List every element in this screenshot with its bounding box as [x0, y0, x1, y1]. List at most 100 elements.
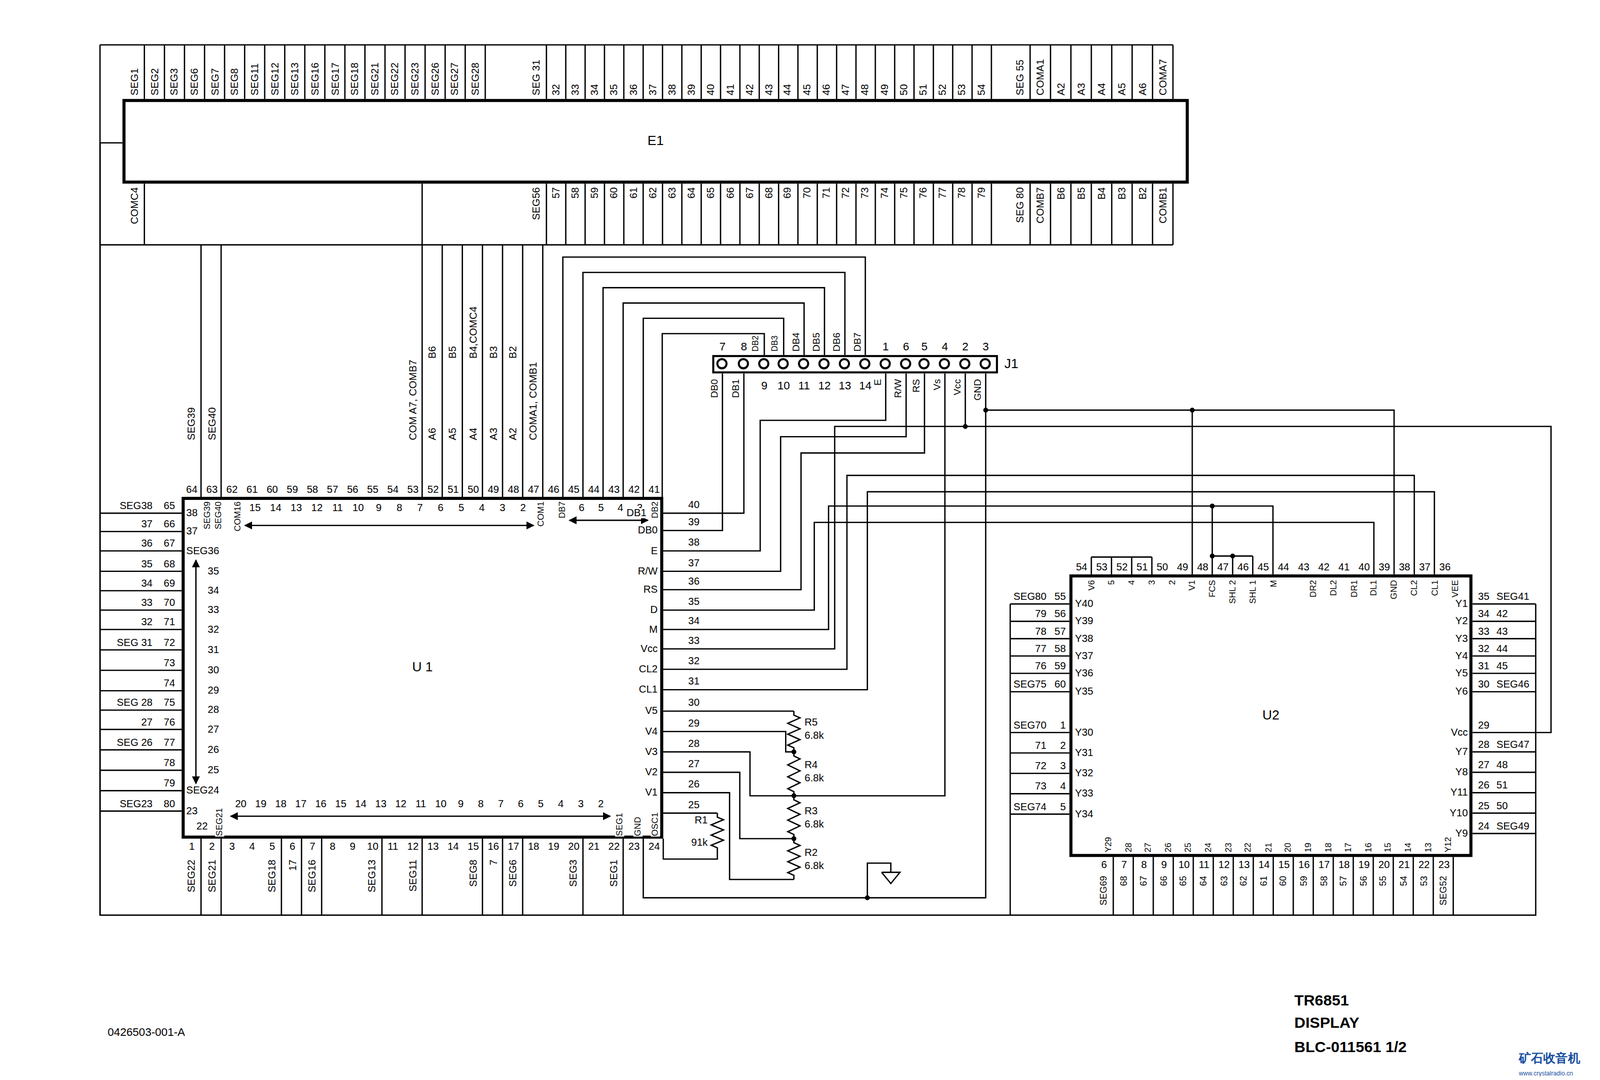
pin-label: 66 — [1159, 875, 1169, 887]
pin-label: 14 — [446, 841, 459, 852]
pin-label: 64 — [185, 484, 198, 495]
pin-label: 14 — [269, 503, 282, 514]
pin-label: 52 — [937, 83, 948, 96]
pin-label-text: 33 — [1477, 626, 1490, 637]
pin-label: SEG74 — [1013, 802, 1048, 813]
pin-label-text: 5 — [537, 798, 545, 809]
pin-label: 79 — [976, 186, 987, 199]
pin-label: Vcc — [1450, 727, 1469, 738]
pin-label: 6 — [289, 841, 296, 852]
pin-label-text: DISPLAY — [1293, 1014, 1360, 1030]
pin-label: 2 — [208, 841, 216, 852]
pin-label: 18 — [1337, 860, 1350, 871]
wire — [855, 45, 858, 100]
wire — [874, 45, 877, 100]
wire — [1010, 637, 1070, 640]
pin-label: 26 — [1163, 842, 1173, 853]
pin-label-text: 68 — [163, 559, 176, 570]
pin-label-text: 60 — [266, 484, 279, 495]
pin-label-text: 26 — [687, 779, 700, 790]
wire — [1090, 183, 1093, 245]
pin-label: COMA1 — [1035, 58, 1046, 97]
pin-label-text: 36 — [687, 576, 700, 587]
pin-label-text: Y31 — [1074, 748, 1094, 759]
pin-label-text: 58 — [1319, 875, 1329, 887]
pin-label-text: 27 — [140, 717, 153, 728]
pin-label-text: 69 — [163, 578, 176, 589]
wire — [521, 244, 524, 497]
wire — [787, 795, 800, 839]
header-pin — [901, 359, 911, 369]
header-pin — [919, 359, 929, 369]
wire — [99, 690, 182, 692]
pin-label: 56 — [346, 484, 359, 495]
pin-label-text: DB2 — [752, 335, 761, 352]
pin-label-text: 4 — [1059, 781, 1066, 792]
pin-label: 68 — [763, 186, 774, 199]
pin-label: Y10 — [1449, 808, 1469, 819]
pin-label: SEG18 — [267, 859, 278, 894]
pin-label-text: 58 — [1053, 644, 1066, 655]
wire — [874, 183, 877, 245]
pin-label: 61 — [1259, 875, 1269, 887]
pin-label: SEG 55 — [1015, 59, 1026, 96]
pin-label: 25 — [206, 765, 220, 776]
pin-label: A6 — [428, 427, 439, 442]
pin-label: SEG 31 — [531, 59, 542, 96]
pin-label-text: SEG56 — [531, 186, 542, 221]
pin-label: SEG1 — [129, 67, 140, 96]
pin-label-text: 13 — [374, 798, 387, 809]
pin-label: COMA7 — [1158, 58, 1169, 97]
pin-label-text: 61 — [628, 186, 639, 199]
wire — [1212, 857, 1215, 916]
pin-label-text: A6 — [428, 427, 439, 442]
pin-label: 30 — [206, 665, 220, 676]
pin-label-text: 5 — [268, 841, 276, 852]
pin-label-text: 3 — [982, 341, 990, 353]
pin-label: 42 — [744, 83, 755, 96]
pin-label-text: 32 — [1477, 644, 1490, 655]
pin-label-text: 51 — [446, 484, 459, 495]
wire — [700, 183, 702, 245]
pin-label: DISPLAY — [1293, 1014, 1360, 1030]
pin-label-text: 18 — [527, 841, 540, 852]
pin-label: 10 — [434, 798, 447, 809]
pin-label-text: 37 — [140, 519, 153, 530]
pin-label-text: 34 — [1477, 609, 1490, 620]
pin-label-text: 51 — [1496, 780, 1509, 791]
pin-label-text: DB1 — [626, 508, 648, 519]
pin-label: 33 — [687, 635, 700, 647]
pin-label: SEG22 — [390, 61, 401, 96]
pin-label: VEE — [1450, 579, 1460, 598]
pin-label-text: 40 — [705, 83, 717, 96]
pin-label-text: SEG 28 — [116, 697, 153, 708]
pin-label-text: DR1 — [1349, 579, 1359, 598]
pin-label: 15 — [1277, 860, 1291, 871]
wire — [1090, 45, 1093, 100]
wire — [1312, 857, 1314, 916]
wire — [661, 183, 664, 245]
pin-label: 59 — [1053, 661, 1066, 672]
pin-label-text: 72 — [1034, 761, 1047, 772]
pin-label: Y9 — [1454, 828, 1469, 839]
junction-dot — [1189, 407, 1195, 413]
pin-label-text: SEG23 — [119, 798, 154, 809]
pin-label-text: 56 — [1053, 609, 1066, 620]
pin-label: 10 — [776, 380, 791, 392]
pin-label: 60 — [609, 186, 620, 199]
pin-label-text: 34 — [140, 578, 153, 589]
pin-label: SEG46 — [1496, 679, 1531, 690]
pin-label: 91k — [690, 837, 708, 848]
wire — [663, 752, 795, 797]
pin-label-text: Y12 — [1443, 836, 1453, 853]
pin-label-text: R5 — [804, 717, 819, 728]
pin-label: 43 — [763, 83, 774, 96]
pin-label: Y39 — [1074, 616, 1094, 627]
pin-label-text: FCS — [1207, 579, 1217, 598]
pin-label-text: 34 — [589, 83, 600, 96]
pin-label-text: 10 — [366, 841, 379, 852]
pin-label: 44 — [1496, 644, 1509, 655]
pin-label: SEG24 — [185, 785, 220, 796]
pin-label-text: 19 — [1303, 842, 1313, 853]
pin-label-text: TR6851 — [1293, 992, 1349, 1008]
